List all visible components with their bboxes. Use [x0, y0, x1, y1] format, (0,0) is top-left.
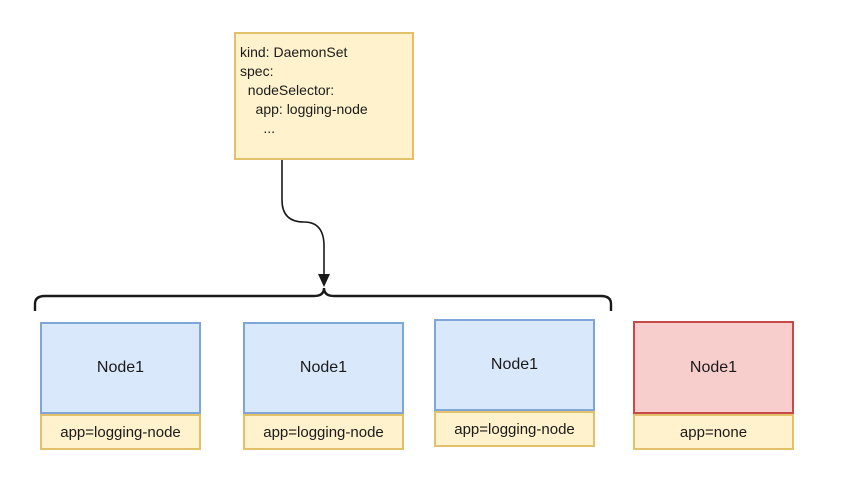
- node-card-2: Node1 app=logging-node: [243, 322, 404, 450]
- node-label: app=logging-node: [263, 423, 384, 441]
- daemonset-spec-box: kind: DaemonSet spec: nodeSelector: app:…: [234, 32, 414, 160]
- arrow-head-icon: [318, 274, 330, 287]
- node-body: Node1: [633, 321, 794, 414]
- node-body: Node1: [243, 322, 404, 414]
- spec-line-kind: kind: DaemonSet: [240, 44, 348, 60]
- node-name: Node1: [689, 358, 738, 376]
- spec-line-node-selector: nodeSelector:: [240, 82, 335, 98]
- node-label-box: app=logging-node: [40, 414, 201, 450]
- node-label-box: app=none: [633, 414, 794, 450]
- node-name: Node1: [490, 356, 539, 373]
- node-label: app=logging-node: [60, 423, 181, 441]
- node-label: app=none: [679, 423, 748, 441]
- node-name: Node1: [96, 359, 145, 376]
- spec-line-app: app: logging-node: [240, 101, 368, 117]
- spec-line-spec: spec:: [240, 63, 274, 79]
- node-name: Node1: [299, 359, 348, 376]
- node-label: app=logging-node: [454, 420, 575, 438]
- spec-line-ellipsis: ...: [240, 120, 276, 136]
- node-body: Node1: [40, 322, 201, 414]
- selector-arrow-line: [281, 160, 325, 278]
- selection-brace: [33, 287, 613, 311]
- node-label-box: app=logging-node: [434, 411, 595, 447]
- node-label-box: app=logging-node: [243, 414, 404, 450]
- node-card-3: Node1 app=logging-node: [434, 319, 595, 447]
- node-card-1: Node1 app=logging-node: [40, 322, 201, 450]
- node-body: Node1: [434, 319, 595, 411]
- node-card-4: Node1 app=none: [633, 321, 794, 450]
